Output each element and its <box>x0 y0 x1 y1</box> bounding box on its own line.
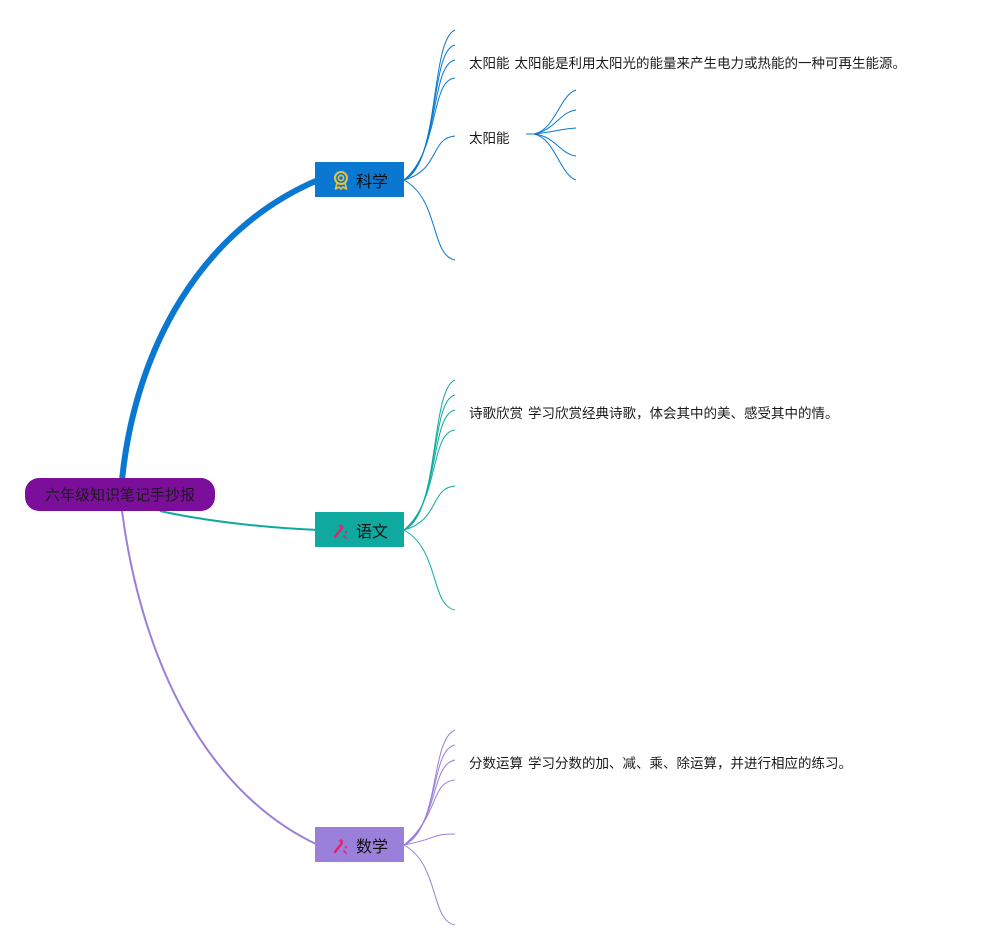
connector-root-math <box>121 510 319 846</box>
branch-label-chinese: 语文 <box>355 521 388 541</box>
leaf-science-solar-energy-2[interactable]: 太阳能 <box>469 127 510 147</box>
sparkle-wand-icon <box>333 837 348 854</box>
leaf-math-fractions[interactable]: 分数运算学习分数的加、减、乘、除运算，并进行相应的练习。 <box>469 752 852 772</box>
connector-root-chinese <box>159 510 319 531</box>
branch-node-chinese[interactable]: 语文 <box>315 512 404 547</box>
branch-label-math: 数学 <box>355 836 388 856</box>
root-label: 六年级知识笔记手抄报 <box>44 486 195 504</box>
root-node[interactable]: 六年级知识笔记手抄报 <box>25 478 215 511</box>
leaf-science-solar-energy[interactable]: 太阳能太阳能是利用太阳光的能量来产生电力或热能的一种可再生能源。 <box>469 52 906 72</box>
leaf-description: 学习欣赏经典诗歌，体会其中的美、感受其中的情。 <box>528 406 839 422</box>
leaf-title: 诗歌欣赏 <box>469 406 523 422</box>
connector-root-science <box>119 177 321 483</box>
branch-node-science[interactable]: 科学 <box>315 162 404 197</box>
leaf-title: 太阳能 <box>469 131 510 147</box>
leaf-chinese-poetry[interactable]: 诗歌欣赏学习欣赏经典诗歌，体会其中的美、感受其中的情。 <box>469 402 839 422</box>
leaf-title: 太阳能 <box>469 56 510 72</box>
leaf-description: 太阳能是利用太阳光的能量来产生电力或热能的一种可再生能源。 <box>514 56 907 72</box>
leaf-title: 分数运算 <box>469 756 523 772</box>
chinese-subconnectors <box>403 379 456 611</box>
branch-node-math[interactable]: 数学 <box>315 827 404 862</box>
ribbon-award-icon <box>333 170 348 190</box>
science-leaf2-subconnectors <box>526 89 577 181</box>
sparkle-wand-icon <box>333 522 348 539</box>
leaf-description: 学习分数的加、减、乘、除运算，并进行相应的练习。 <box>528 756 852 772</box>
branch-label-science: 科学 <box>355 171 388 191</box>
science-subconnectors <box>403 29 456 261</box>
math-subconnectors <box>403 729 456 926</box>
